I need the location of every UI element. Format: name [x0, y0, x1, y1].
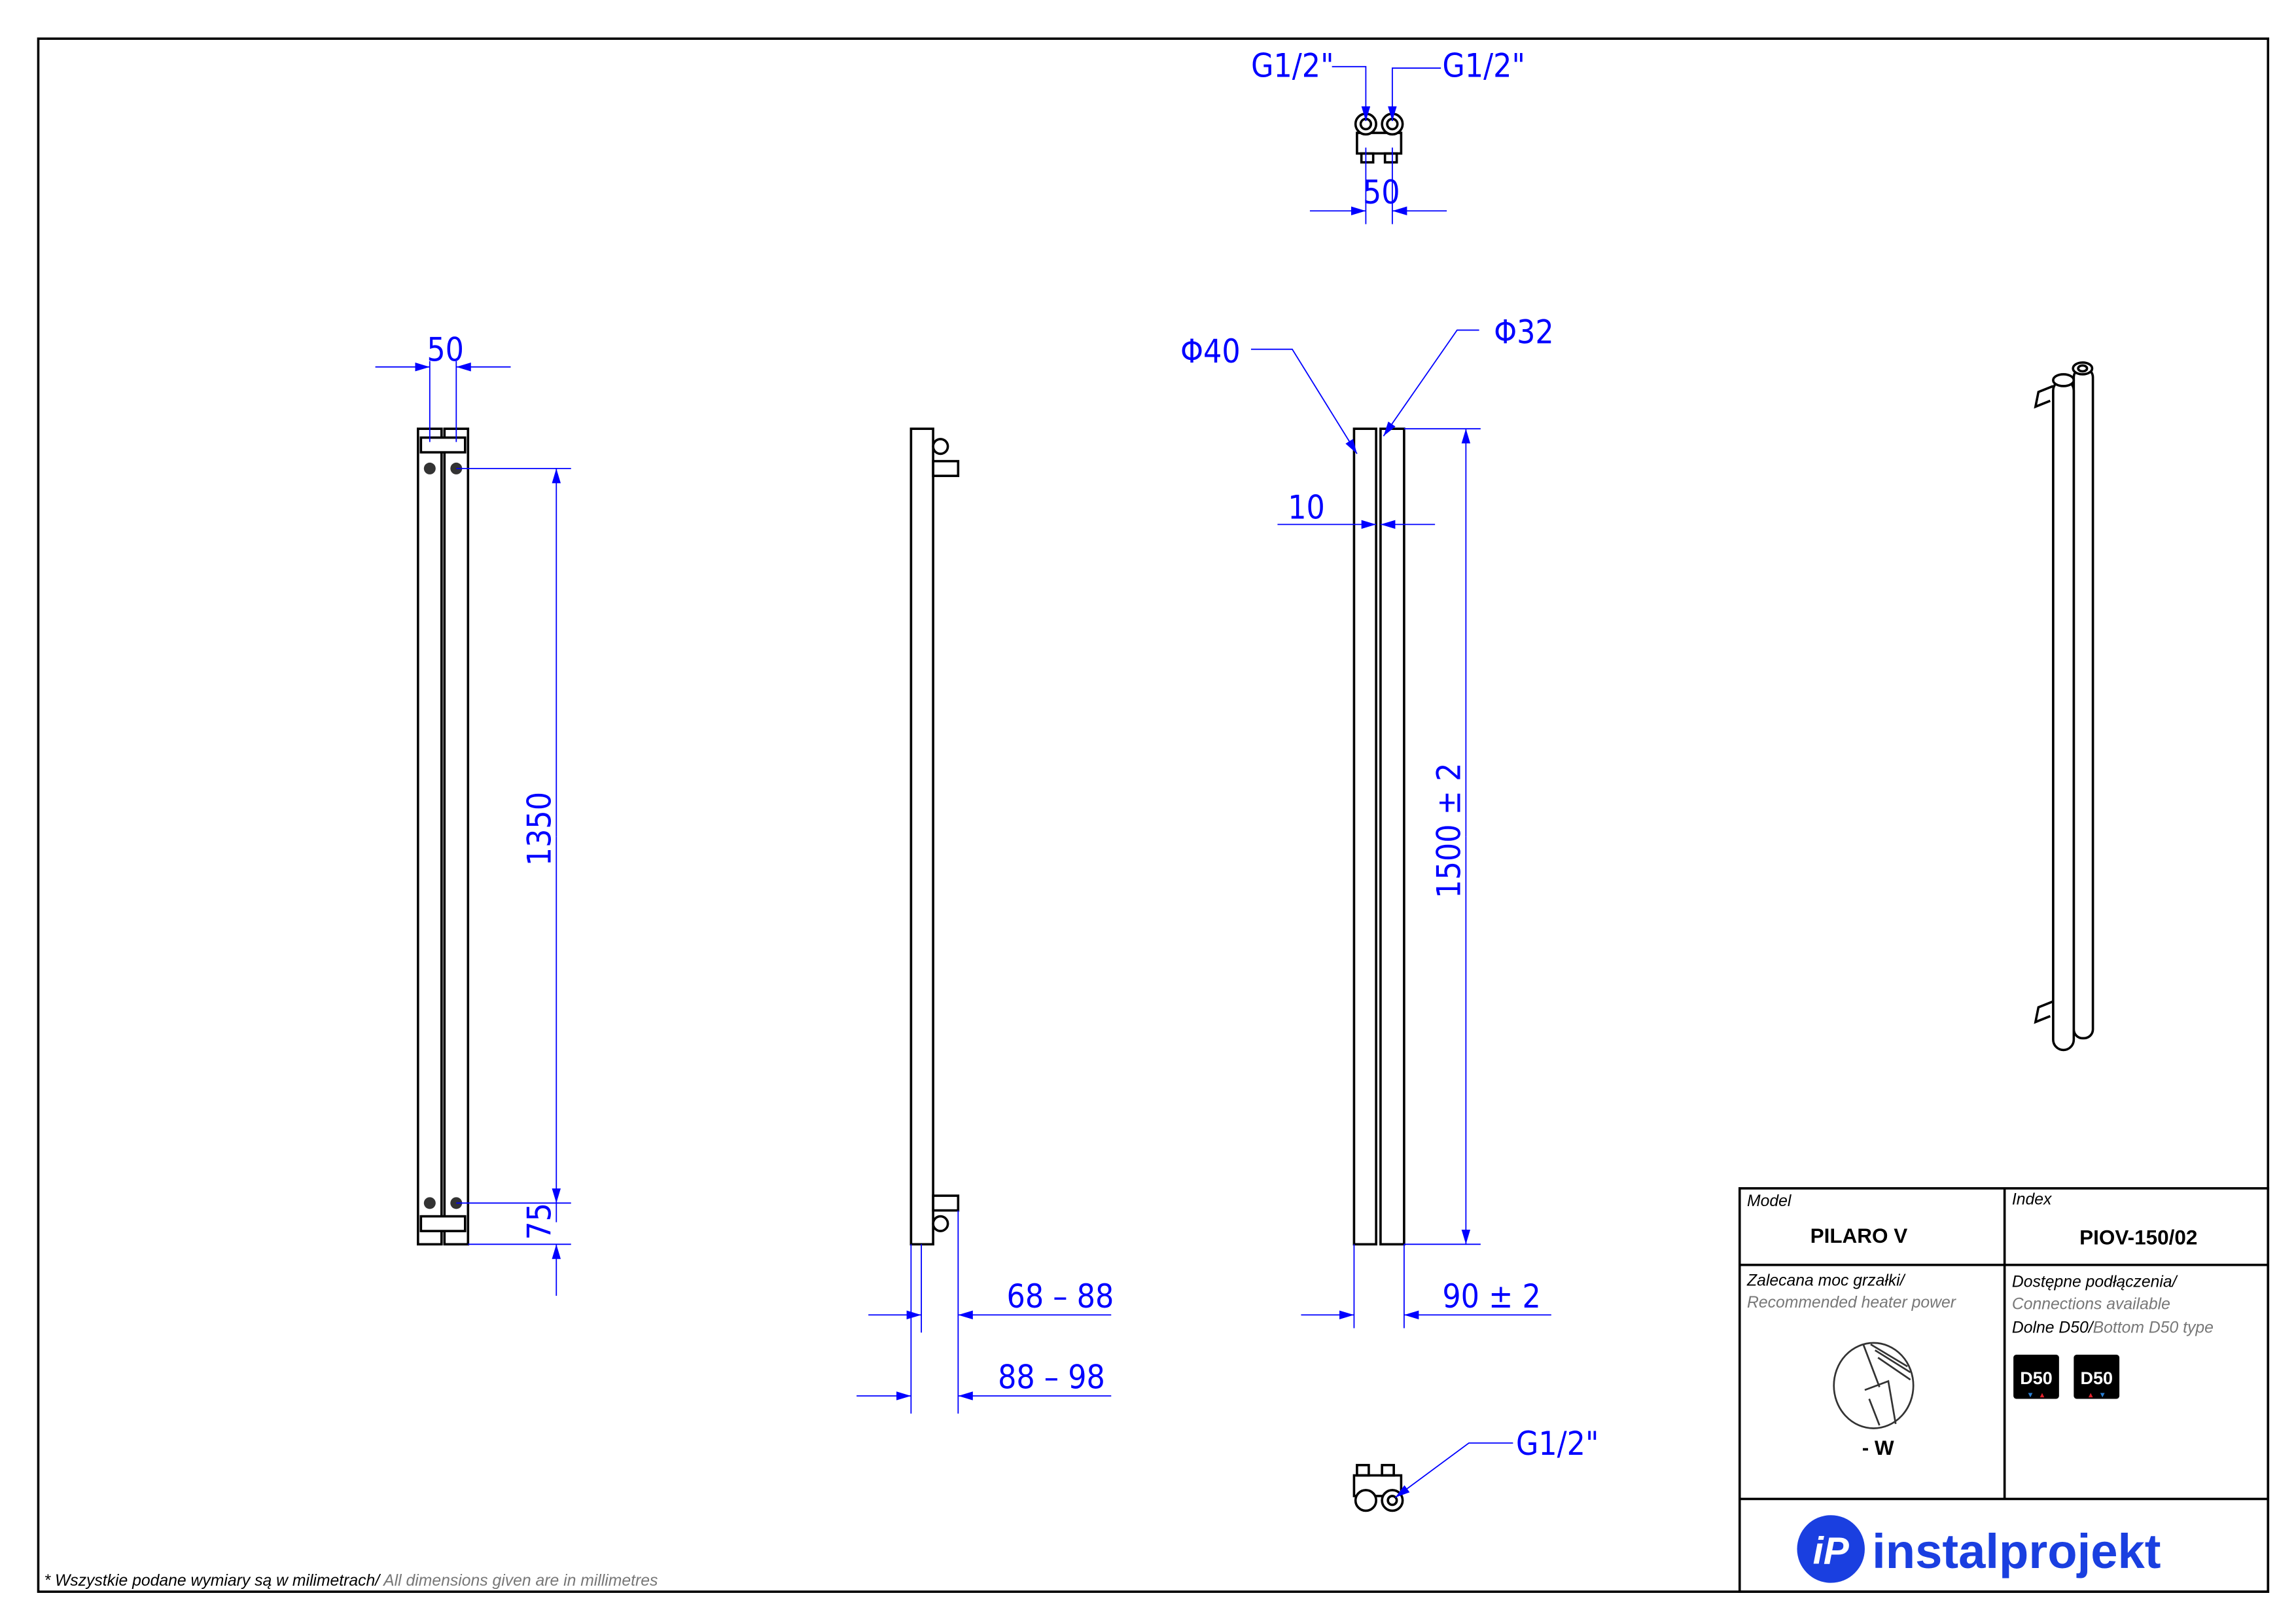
thread-label-left: G1/2"	[1251, 47, 1334, 85]
front-width-dimension: 50	[427, 331, 464, 369]
wall-distance-68-88: 68 – 88	[1007, 1277, 1114, 1315]
heater-label-pl: Zalecana moc grzałki/	[1746, 1272, 1906, 1289]
instalprojekt-logo: iP instalprojekt	[1797, 1515, 2161, 1583]
svg-text:D50: D50	[2020, 1368, 2053, 1388]
diameter-40-dimension: Φ40	[1180, 332, 1241, 370]
offset-75-dimension: 75	[520, 1203, 558, 1240]
spacing-1350-dimension: 1350	[520, 792, 558, 866]
top-spacing-dimension: 50	[1363, 173, 1400, 211]
connections-label-en: Connections available	[2012, 1295, 2170, 1313]
heater-power-value: - W	[1862, 1436, 1894, 1459]
thread-label-bottom: G1/2"	[1516, 1425, 1599, 1463]
connection-badge-d50-1: D50	[2013, 1355, 2059, 1399]
side-view: 68 – 88 88 – 98	[857, 427, 1114, 1414]
model-label: Model	[1747, 1192, 1792, 1210]
thread-label-right: G1/2"	[1442, 47, 1525, 85]
profile-view: Φ40 Φ32 10 1500 ± 2 90 ± 2	[1180, 313, 1554, 1329]
connection-type: Dolne D50/Bottom D50 type	[2012, 1319, 2214, 1336]
heater-label-en: Recommended heater power	[1747, 1294, 1957, 1311]
svg-text:iP: iP	[1813, 1529, 1850, 1572]
top-connection-view: G1/2" G1/2" 50	[1251, 47, 1525, 224]
tube-gap-dimension: 10	[1288, 488, 1325, 526]
footer-note: * Wszystkie podane wymiary są w milimetr…	[44, 1572, 658, 1590]
connections-label-pl: Dostępne podłączenia/	[2012, 1274, 2178, 1291]
model-value: PILARO V	[1810, 1224, 1908, 1247]
svg-text:D50: D50	[2080, 1368, 2113, 1388]
index-label: Index	[2012, 1191, 2053, 1209]
bottom-width-dimension: 90 ± 2	[1442, 1277, 1540, 1315]
front-view: 50 1350 75	[375, 331, 571, 1296]
title-block: Model PILARO V Index PIOV-150/02 Zalecan…	[1738, 1187, 2270, 1593]
index-value: PIOV-150/02	[2079, 1225, 2197, 1249]
bottom-connection-view: G1/2"	[1352, 1425, 1599, 1512]
wall-distance-88-98: 88 – 98	[998, 1359, 1105, 1397]
connection-badge-d50-2: D50	[2074, 1355, 2120, 1399]
isometric-view	[2034, 361, 2094, 1052]
diameter-32-dimension: Φ32	[1494, 313, 1554, 351]
heater-icon	[1833, 1342, 1915, 1429]
drawing-border	[37, 37, 2270, 1593]
height-dimension: 1500 ± 2	[1430, 763, 1468, 899]
svg-text:instalprojekt: instalprojekt	[1872, 1524, 2161, 1578]
